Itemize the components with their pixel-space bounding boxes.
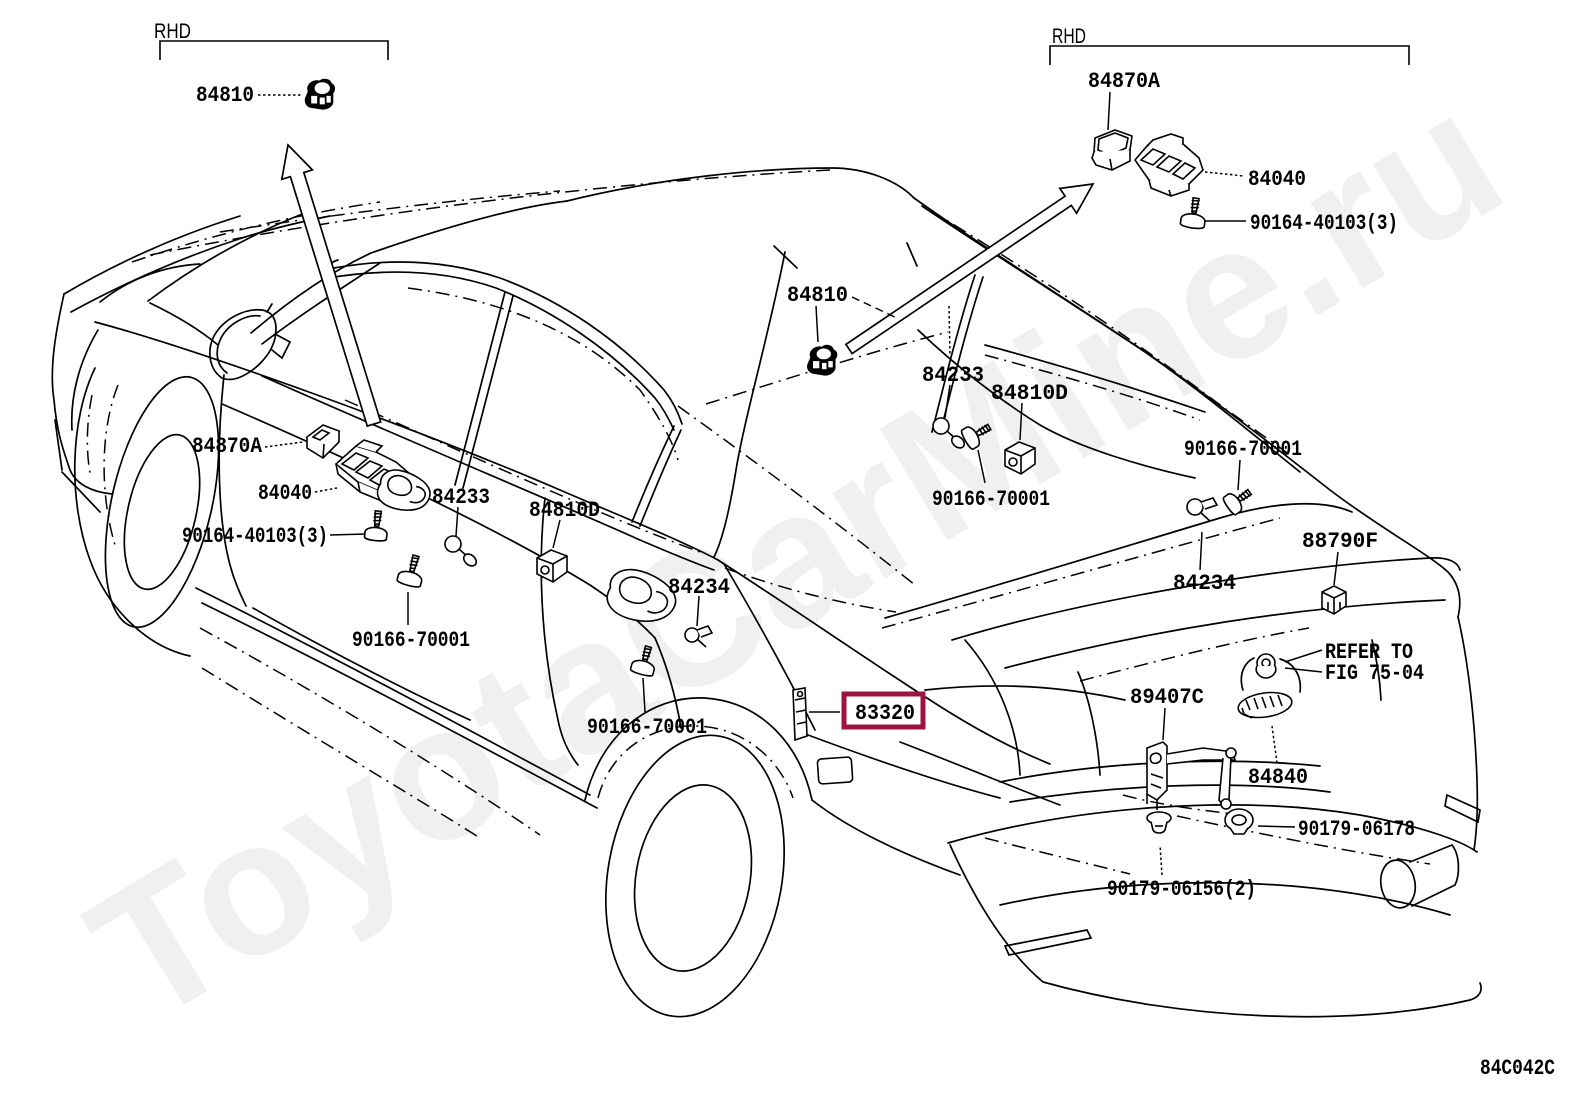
svg-text:84040: 84040 [1248,167,1306,192]
svg-text:RHD: RHD [1052,25,1086,48]
svg-text:84870A: 84870A [192,434,263,459]
svg-text:90164-40103(3): 90164-40103(3) [182,524,328,549]
svg-text:84870A: 84870A [1088,69,1161,94]
svg-text:84233: 84233 [922,363,984,388]
svg-text:84810D: 84810D [991,381,1068,406]
svg-text:90179-06178: 90179-06178 [1298,817,1415,842]
svg-text:84233: 84233 [432,485,490,510]
svg-text:84840: 84840 [1248,765,1308,790]
svg-text:90166-70001: 90166-70001 [932,487,1050,512]
svg-text:84810: 84810 [196,83,254,108]
svg-text:84C042C: 84C042C [1480,1056,1555,1081]
svg-text:89407C: 89407C [1130,685,1204,710]
svg-text:90166-70001: 90166-70001 [352,628,470,653]
svg-text:REFER TO: REFER TO [1325,640,1413,665]
svg-text:84810D: 84810D [529,498,600,523]
svg-text:FIG 75-04: FIG 75-04 [1325,661,1424,686]
svg-text:90164-40103(3): 90164-40103(3) [1250,211,1398,236]
svg-text:RHD: RHD [154,20,191,43]
svg-text:84234: 84234 [1173,571,1236,596]
svg-text:84810: 84810 [787,283,848,308]
svg-text:84234: 84234 [668,575,730,600]
svg-text:83320: 83320 [855,701,915,726]
svg-text:90179-06156(2): 90179-06156(2) [1107,877,1256,902]
svg-text:90166-70001: 90166-70001 [587,715,707,740]
svg-text:88790F: 88790F [1302,529,1378,554]
svg-text:90166-70001: 90166-70001 [1184,437,1302,462]
svg-text:84040: 84040 [258,481,312,506]
